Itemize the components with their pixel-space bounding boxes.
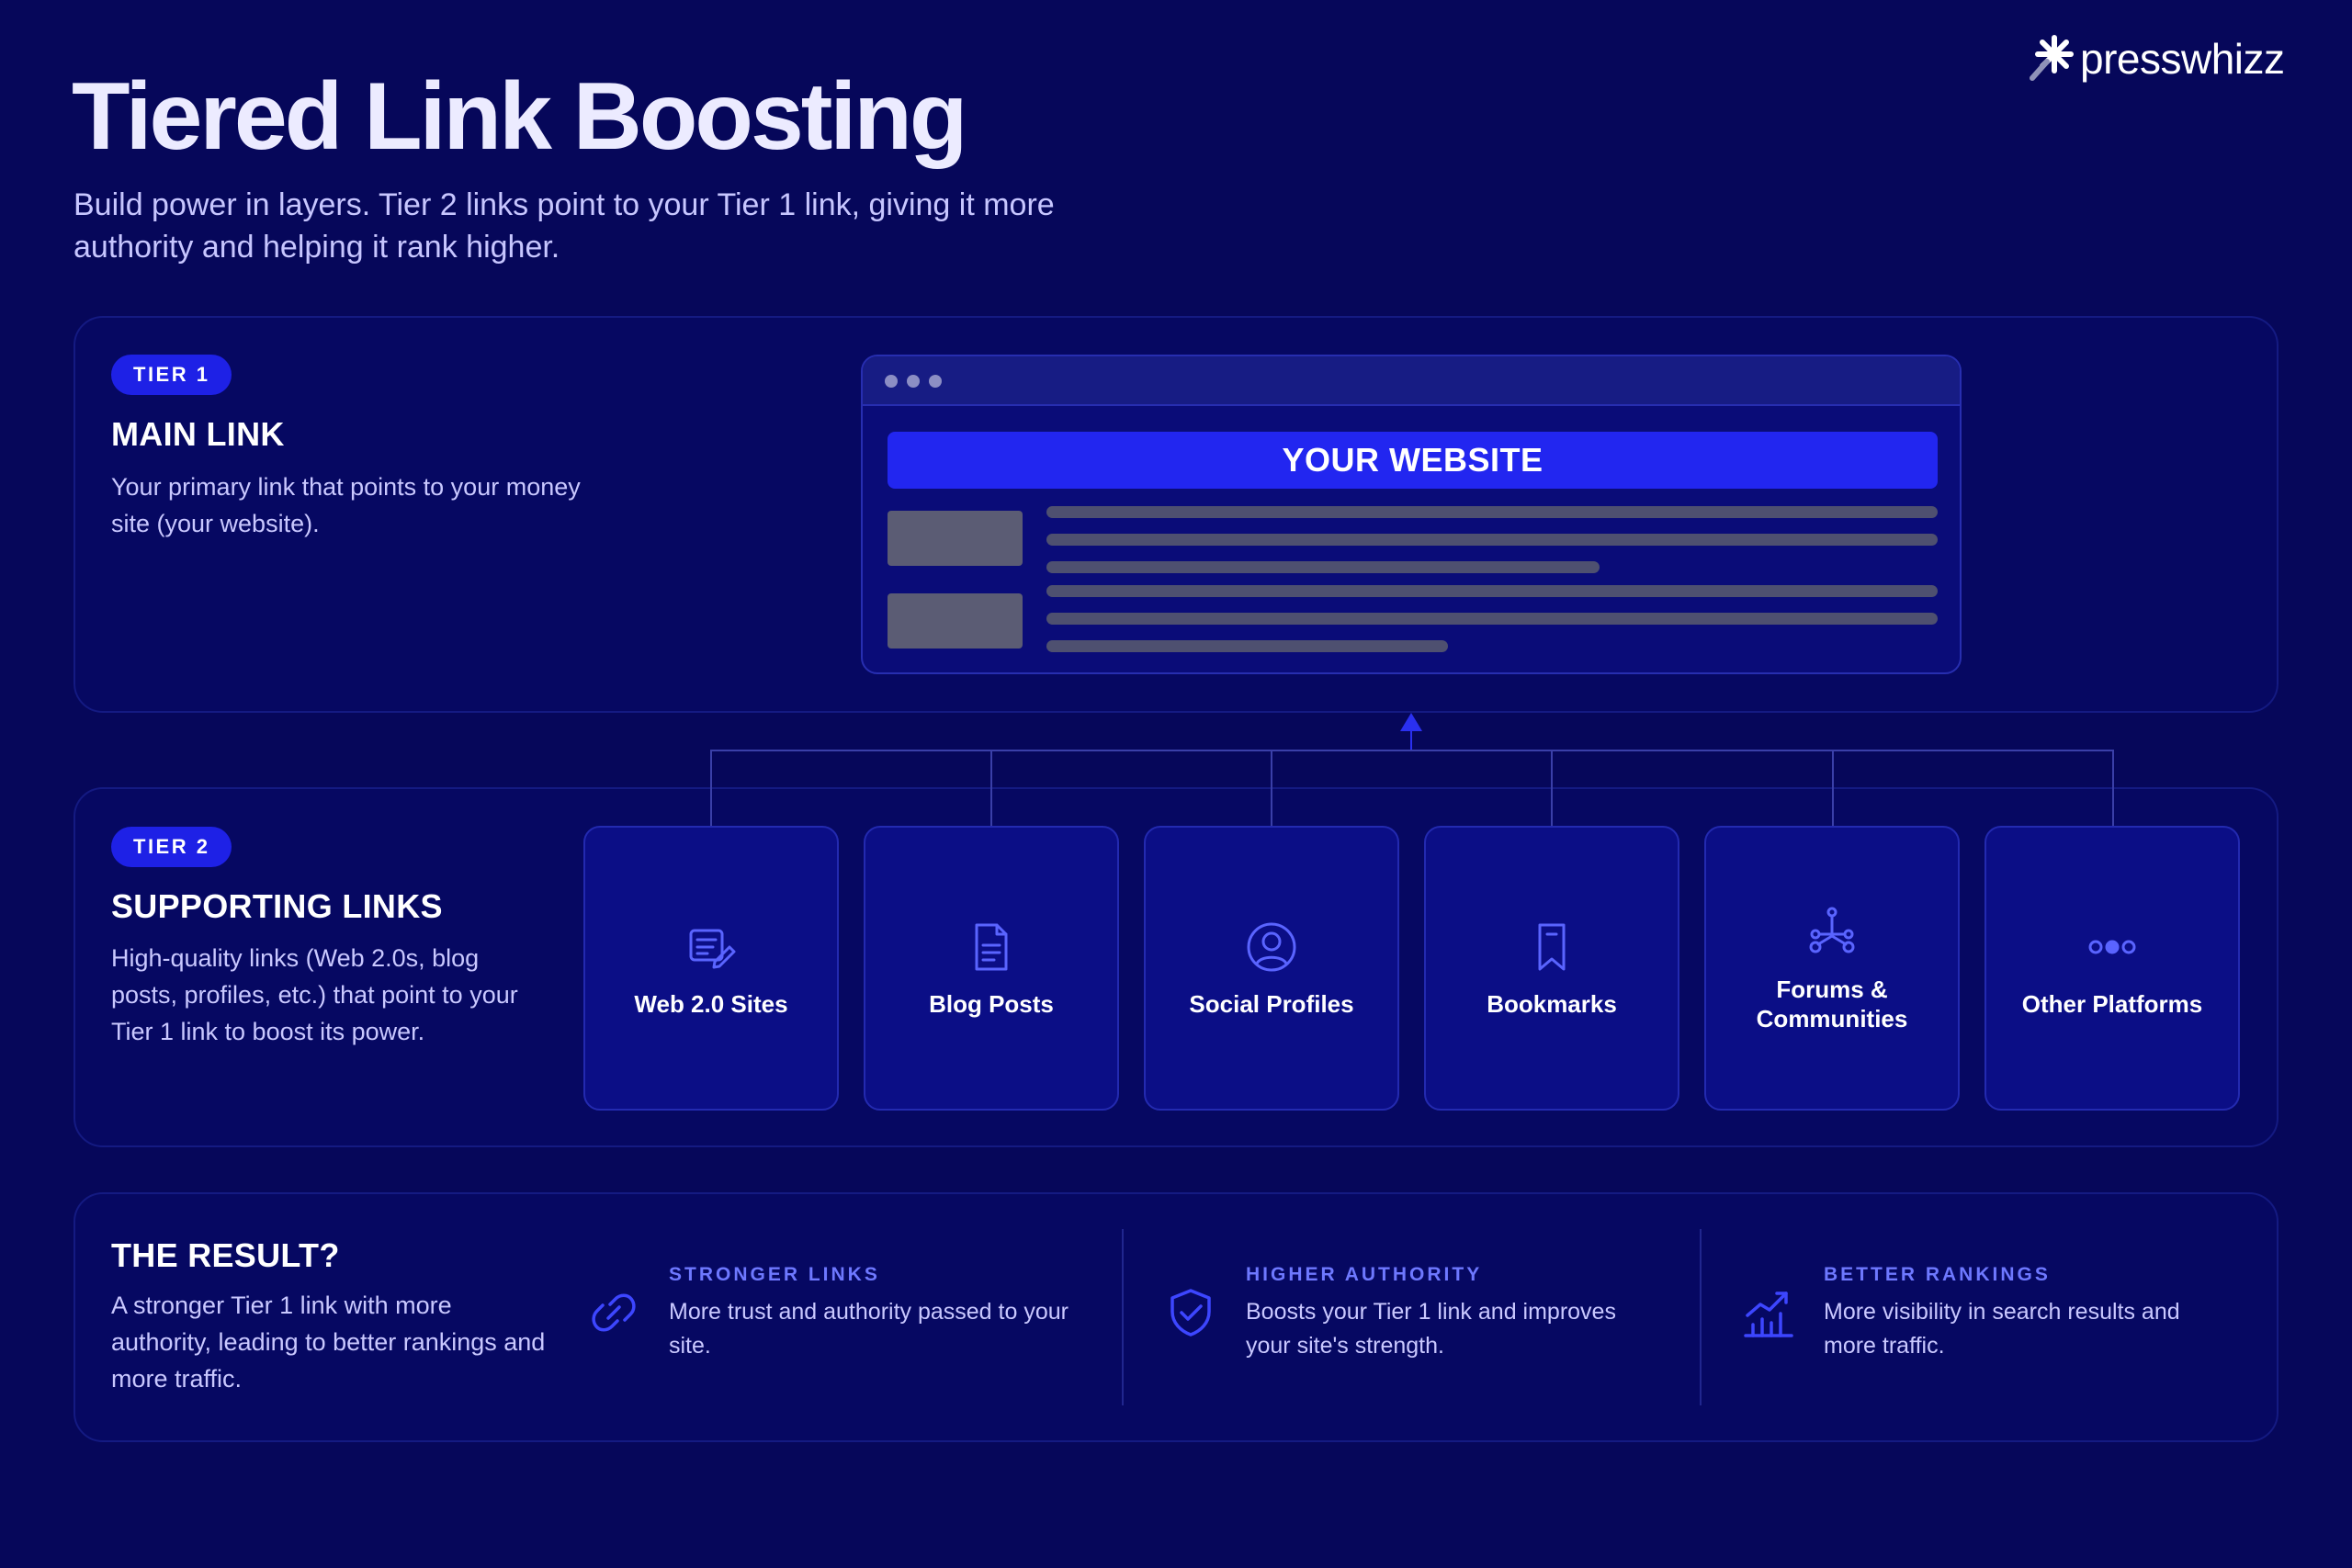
text-line-placeholder bbox=[1046, 640, 1448, 652]
image-placeholder bbox=[888, 511, 1023, 566]
brand-logo: presswhizz bbox=[2027, 31, 2285, 86]
result-text: More trust and authority passed to your … bbox=[669, 1299, 1069, 1359]
page-title: Tiered Link Boosting bbox=[72, 63, 967, 170]
bookmark-icon bbox=[1522, 918, 1581, 976]
document-icon bbox=[962, 918, 1021, 976]
shield-check-icon bbox=[1164, 1286, 1217, 1339]
text-line-placeholder bbox=[1046, 561, 1600, 573]
result-kicker: STRONGER LINKS bbox=[669, 1264, 880, 1285]
result-item-stronger-links: STRONGER LINKS More trust and authority … bbox=[669, 1264, 1073, 1363]
result-text: Boosts your Tier 1 link and improves you… bbox=[1246, 1299, 1616, 1359]
tier2-description: High-quality links (Web 2.0s, blog posts… bbox=[111, 944, 518, 1045]
tier1-heading: MAIN LINK bbox=[111, 415, 285, 453]
result-heading: THE RESULT? bbox=[111, 1236, 340, 1274]
tier2-item-social-profiles: Social Profiles bbox=[1144, 826, 1399, 1111]
tier2-item-label: Other Platforms bbox=[2021, 990, 2203, 1018]
window-dot-icon bbox=[907, 375, 920, 388]
page-subtitle: Build power in layers. Tier 2 links poin… bbox=[74, 187, 1055, 265]
text-line-placeholder bbox=[1046, 613, 1938, 625]
connector-line bbox=[990, 750, 992, 827]
result-item-better-rankings: BETTER RANKINGS More visibility in searc… bbox=[1824, 1264, 2228, 1363]
tier1-description: Your primary link that points to your mo… bbox=[111, 473, 581, 537]
connector-line bbox=[1832, 750, 1834, 827]
result-text: More visibility in search results and mo… bbox=[1824, 1299, 2180, 1359]
text-line-placeholder bbox=[1046, 585, 1938, 597]
text-line-placeholder bbox=[1046, 506, 1938, 518]
growth-chart-icon bbox=[1742, 1286, 1795, 1339]
tier2-heading: SUPPORTING LINKS bbox=[111, 887, 443, 925]
image-placeholder bbox=[888, 593, 1023, 649]
edit-document-icon bbox=[682, 918, 741, 976]
tier2-item-label: Bookmarks bbox=[1487, 990, 1617, 1018]
user-circle-icon bbox=[1242, 918, 1301, 976]
result-kicker: BETTER RANKINGS bbox=[1824, 1264, 2051, 1285]
tier2-item-web20: Web 2.0 Sites bbox=[583, 826, 839, 1111]
arrow-up-icon bbox=[1400, 713, 1422, 731]
tier2-item-label: Social Profiles bbox=[1189, 990, 1354, 1018]
browser-titlebar bbox=[863, 356, 1960, 406]
result-card bbox=[74, 1192, 2278, 1442]
tier2-item-label: Blog Posts bbox=[929, 990, 1054, 1018]
result-description: A stronger Tier 1 link with more authori… bbox=[111, 1292, 546, 1393]
website-browser-mockup: YOUR WEBSITE bbox=[861, 355, 1962, 674]
tier2-item-label: Web 2.0 Sites bbox=[634, 990, 788, 1018]
tier2-item-forums: Forums & Communities bbox=[1704, 826, 1960, 1111]
tier2-item-bookmarks: Bookmarks bbox=[1424, 826, 1679, 1111]
result-item-higher-authority: HIGHER AUTHORITY Boosts your Tier 1 link… bbox=[1246, 1264, 1650, 1363]
dots-icon bbox=[2083, 918, 2142, 976]
tier2-item-blog-posts: Blog Posts bbox=[864, 826, 1119, 1111]
tier2-item-other-platforms: Other Platforms bbox=[1984, 826, 2240, 1111]
connector-line bbox=[1410, 726, 1412, 750]
tier2-badge: TIER 2 bbox=[111, 827, 232, 867]
connector-line bbox=[710, 750, 712, 827]
result-kicker: HIGHER AUTHORITY bbox=[1246, 1264, 1483, 1285]
link-icon bbox=[587, 1286, 640, 1339]
connector-line bbox=[1271, 750, 1272, 827]
tier1-badge: TIER 1 bbox=[111, 355, 232, 395]
tier2-item-label: Forums & Communities bbox=[1756, 976, 1908, 1032]
divider bbox=[1122, 1229, 1124, 1405]
network-icon bbox=[1803, 903, 1861, 962]
text-line-placeholder bbox=[1046, 534, 1938, 546]
window-dot-icon bbox=[929, 375, 942, 388]
connector-line bbox=[710, 750, 2113, 751]
asterisk-icon bbox=[2027, 32, 2076, 86]
connector-line bbox=[2112, 750, 2114, 827]
your-website-banner: YOUR WEBSITE bbox=[888, 432, 1938, 489]
connector-line bbox=[1551, 750, 1553, 827]
brand-name: presswhizz bbox=[2080, 35, 2285, 83]
divider bbox=[1700, 1229, 1702, 1405]
window-dot-icon bbox=[885, 375, 898, 388]
